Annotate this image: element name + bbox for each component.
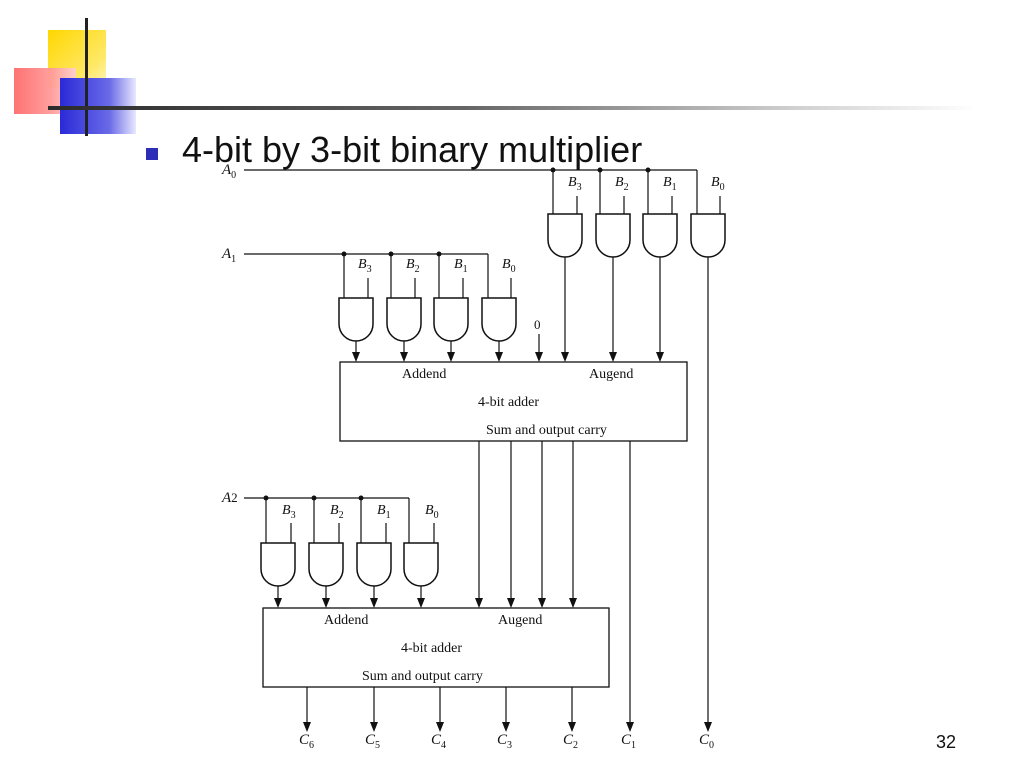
b-label: B1 <box>454 257 468 275</box>
b-label: B3 <box>282 503 296 521</box>
b-label: B0 <box>502 257 516 275</box>
adder-2-addend-label: Addend <box>324 613 368 628</box>
input-label-a1: A1 <box>221 246 236 265</box>
and-gate-a1b2 <box>386 254 422 342</box>
slide-title: 4-bit by 3-bit binary multiplier <box>182 129 643 170</box>
bullet-square-icon <box>146 148 158 160</box>
and-gate-a0b1 <box>642 170 678 258</box>
adder-1 <box>339 361 688 442</box>
and-gate-a2b2 <box>308 498 344 587</box>
b-label: B1 <box>377 503 391 521</box>
b-label: B3 <box>568 175 582 193</box>
input-label-a2: A2 <box>221 490 238 506</box>
output-label-c4: C4 <box>431 732 446 751</box>
b-label: B0 <box>711 175 725 193</box>
zero-input-label: 0 <box>534 317 541 332</box>
output-label-c0: C0 <box>699 732 714 751</box>
adder-2-title: 4-bit adder <box>401 641 462 656</box>
output-label-c1: C1 <box>621 732 636 751</box>
adder-2-output-label: Sum and output carry <box>362 669 483 684</box>
decor-vertical-line <box>85 18 88 136</box>
and-gate-a2b1 <box>356 498 392 587</box>
and-gate-a0b2 <box>595 170 631 258</box>
slide-number: 32 <box>936 732 957 752</box>
input-label-a0: A0 <box>221 162 236 181</box>
b-label: B2 <box>615 175 629 193</box>
adder-2 <box>262 607 610 688</box>
and-gate-a0b0 <box>690 170 726 258</box>
output-label-c6: C6 <box>299 732 314 751</box>
b-label: B2 <box>406 257 420 275</box>
and-gate-a1b0 <box>481 254 517 342</box>
b-label: B0 <box>425 503 439 521</box>
output-label-c3: C3 <box>497 732 512 751</box>
and-gate-a1b3 <box>338 254 374 342</box>
and-gate-a1b1 <box>433 254 469 342</box>
output-label-c5: C5 <box>365 732 380 751</box>
adder-1-augend-label: Augend <box>589 367 633 382</box>
adder-2-augend-label: Augend <box>498 613 542 628</box>
adder-1-title: 4-bit adder <box>478 395 539 410</box>
decor-horizontal-rule <box>48 106 978 110</box>
b-label: B1 <box>663 175 677 193</box>
and-gate-a2b0 <box>403 498 439 587</box>
adder-1-addend-label: Addend <box>402 367 446 382</box>
b-label: B3 <box>358 257 372 275</box>
output-label-c2: C2 <box>563 732 578 751</box>
adder-1-output-label: Sum and output carry <box>486 423 607 438</box>
b-label: B2 <box>330 503 344 521</box>
and-gate-a2b3 <box>260 498 296 587</box>
and-gate-a0b3 <box>547 170 583 258</box>
